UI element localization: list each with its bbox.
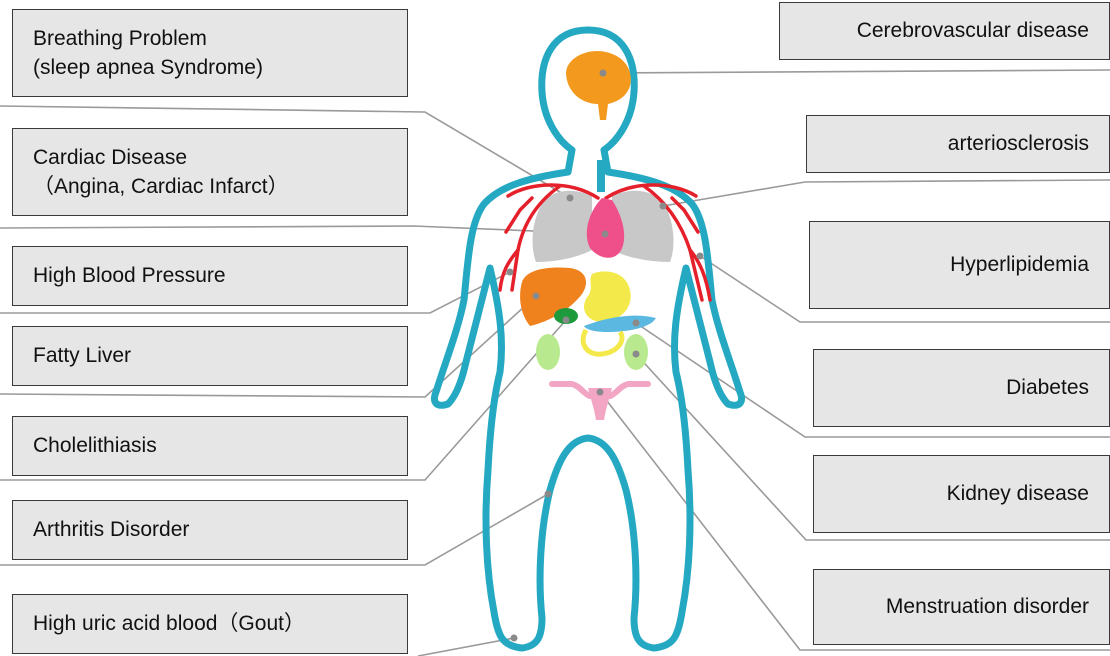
label-hyperlipidemia: Hyperlipidemia [809, 221, 1110, 309]
label-cardiac-line-2: （Angina, Cardiac Infarct） [33, 172, 289, 201]
brain-organ [566, 51, 631, 120]
label-gout: High uric acid blood（Gout） [12, 594, 408, 654]
label-diabetes: Diabetes [813, 349, 1110, 427]
label-menstruation-disorder: Menstruation disorder [813, 569, 1110, 645]
label-arteriosclerosis: arteriosclerosis [806, 115, 1110, 173]
label-arteriosclerosis-text: arteriosclerosis [948, 129, 1089, 158]
leader-line-cerebrovascular [603, 70, 1110, 73]
trachea [597, 160, 605, 192]
left-kidney [536, 334, 560, 370]
label-breathing-problem: Breathing Problem (sleep apnea Syndrome) [12, 9, 408, 97]
label-fatty-liver-text: Fatty Liver [33, 341, 131, 370]
intestine [583, 330, 622, 354]
label-cerebrovascular-text: Cerebrovascular disease [857, 16, 1089, 45]
leader-line-cardiac [0, 226, 605, 234]
label-cholelithiasis-text: Cholelithiasis [33, 431, 157, 460]
label-blood-pressure-text: High Blood Pressure [33, 261, 226, 290]
body-outline [435, 30, 742, 648]
label-breathing-line-1: Breathing Problem [33, 24, 207, 53]
label-cardiac-line-1: Cardiac Disease [33, 143, 187, 172]
label-arthritis-text: Arthritis Disorder [33, 515, 189, 544]
label-cerebrovascular-disease: Cerebrovascular disease [779, 2, 1110, 60]
label-cholelithiasis: Cholelithiasis [12, 416, 408, 476]
label-fatty-liver: Fatty Liver [12, 326, 408, 386]
label-high-blood-pressure: High Blood Pressure [12, 246, 408, 306]
label-gout-text: High uric acid blood（Gout） [33, 609, 305, 638]
stomach-organ [584, 271, 631, 322]
label-hyperlipidemia-text: Hyperlipidemia [950, 250, 1089, 279]
label-kidney-disease: Kidney disease [813, 455, 1110, 533]
label-menstruation-text: Menstruation disorder [886, 592, 1089, 621]
label-diabetes-text: Diabetes [1006, 373, 1089, 402]
leader-line-arteriosclerosis [663, 180, 1110, 206]
label-cardiac-disease: Cardiac Disease （Angina, Cardiac Infarct… [12, 128, 408, 216]
label-arthritis-disorder: Arthritis Disorder [12, 500, 408, 560]
label-kidney-text: Kidney disease [947, 479, 1089, 508]
label-breathing-line-2: (sleep apnea Syndrome) [33, 53, 263, 82]
